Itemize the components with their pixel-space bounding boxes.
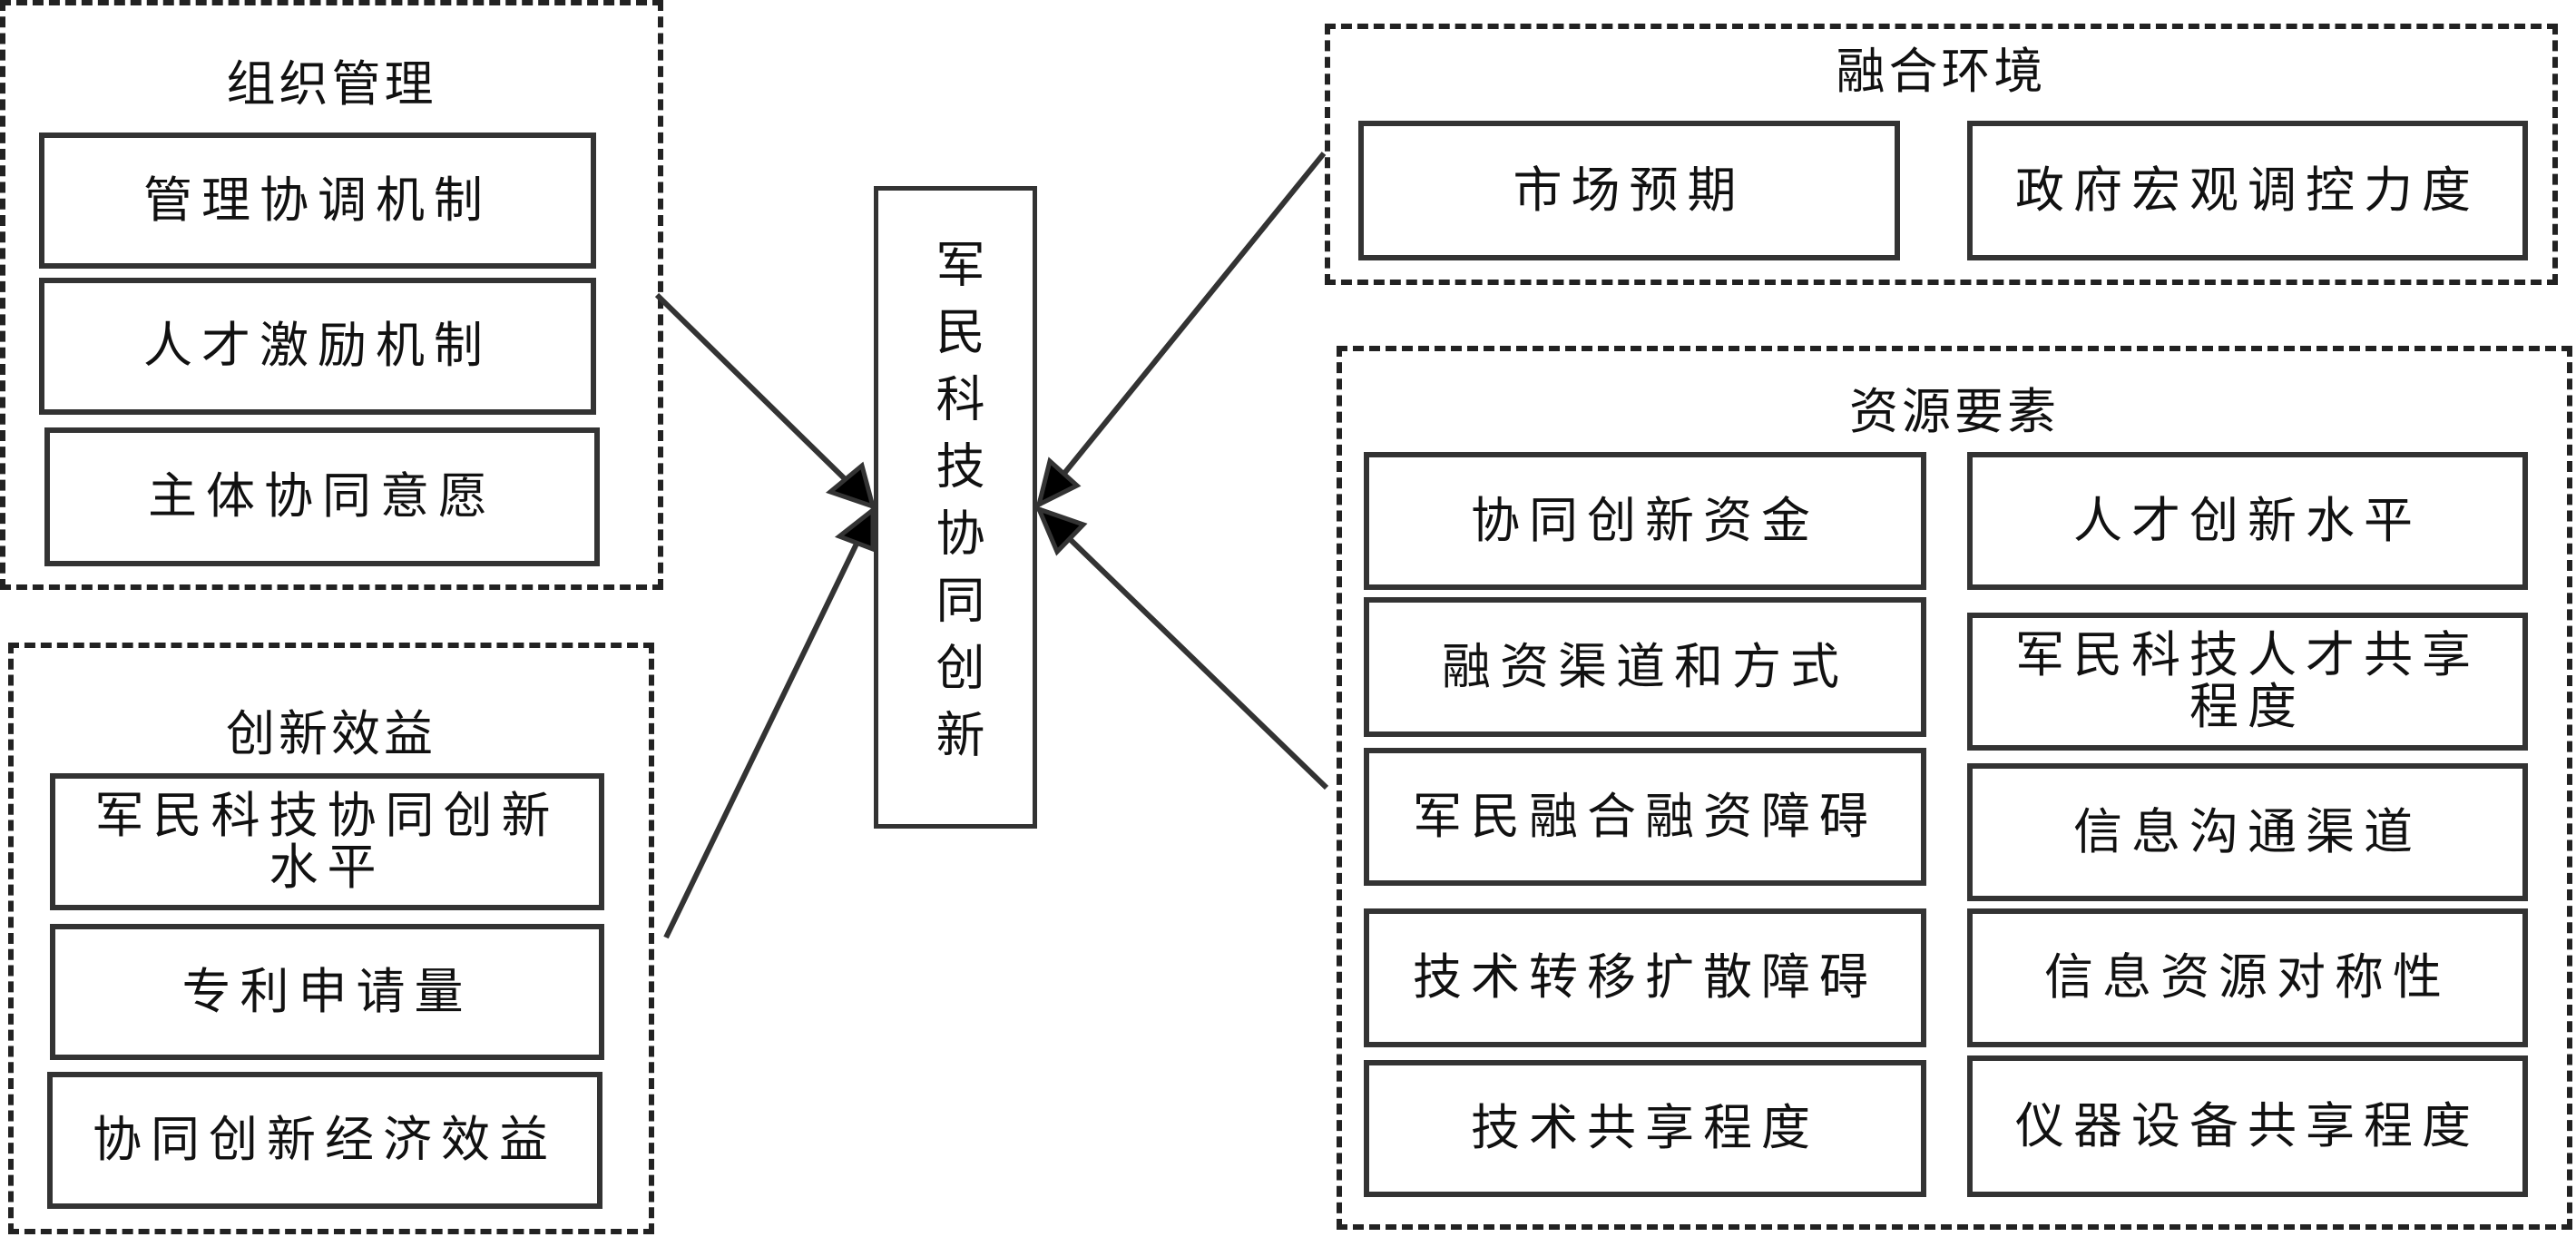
node-subject-willingness: 主体协同意愿: [44, 427, 600, 566]
node-info-symmetry: 信息资源对称性: [1967, 908, 2528, 1047]
node-label: 主体协同意愿: [148, 467, 496, 525]
node-label: 融资渠道和方式: [1442, 637, 1848, 695]
node-government-regulation: 政府宏观调控力度: [1967, 121, 2528, 260]
node-tech-sharing: 技术共享程度: [1364, 1060, 1926, 1197]
node-talent-sharing: 军民科技人才共享程度: [1967, 613, 2528, 751]
node-label: 仪器设备共享程度: [2015, 1096, 2480, 1154]
node-label: 技术转移扩散障碍: [1413, 948, 1877, 1006]
node-tech-transfer-barriers: 技术转移扩散障碍: [1364, 908, 1926, 1047]
node-label: 专利申请量: [181, 962, 473, 1020]
node-management-coordination: 管理协调机制: [39, 133, 596, 269]
arrow-resource-to-center: [1036, 506, 1329, 790]
node-financing-barriers: 军民融合融资障碍: [1364, 748, 1926, 886]
node-label: 协同创新资金: [1471, 491, 1819, 549]
node-label: 人才激励机制: [143, 317, 492, 375]
node-label: 政府宏观调控力度: [2015, 161, 2480, 219]
group-title: 组织管理: [226, 55, 437, 113]
node-market-expectation: 市场预期: [1358, 121, 1900, 260]
node-economic-benefit: 协同创新经济效益: [47, 1072, 602, 1209]
node-label: 军民科技人才共享程度: [2015, 626, 2480, 735]
node-label: 军民科技协同创新水平: [94, 786, 560, 896]
center-label: 军民科技协同创新: [927, 239, 984, 776]
node-equipment-sharing: 仪器设备共享程度: [1967, 1055, 2528, 1197]
node-label: 市场预期: [1513, 161, 1746, 219]
node-talent-innovation: 人才创新水平: [1967, 452, 2528, 590]
group-resource-elements: 资源要素: [1337, 346, 2572, 1230]
arrowhead-benefit: [834, 505, 876, 553]
node-label: 军民融合融资障碍: [1413, 787, 1877, 845]
arrow-env-to-center: [1036, 152, 1327, 506]
node-label: 人才创新水平: [2073, 491, 2422, 549]
node-funding: 协同创新资金: [1364, 452, 1926, 590]
node-financing-channels: 融资渠道和方式: [1364, 597, 1926, 737]
node-innovation-level: 军民科技协同创新水平: [50, 773, 604, 910]
node-label: 信息沟通渠道: [2073, 802, 2422, 860]
group-title: 资源要素: [1849, 383, 2060, 440]
arrowhead-env: [1035, 457, 1082, 509]
group-innovation-benefit: 创新效益: [8, 643, 654, 1234]
node-label: 技术共享程度: [1471, 1099, 1819, 1157]
arrowhead-org: [825, 461, 877, 510]
group-title: 融合环境: [1836, 43, 2047, 100]
center-node: 军民科技协同创新: [874, 186, 1037, 829]
node-talent-incentive: 人才激励机制: [39, 278, 596, 415]
arrow-benefit-to-center: [663, 508, 876, 939]
node-info-channels: 信息沟通渠道: [1967, 763, 2528, 901]
node-label: 管理协调机制: [143, 171, 492, 229]
node-label: 信息资源对称性: [2044, 948, 2451, 1006]
node-patent-applications: 专利申请量: [50, 924, 604, 1060]
arrow-org-to-center: [654, 292, 876, 509]
group-title: 创新效益: [226, 705, 436, 762]
group-integration-environment: 融合环境: [1325, 24, 2558, 285]
arrowhead-resource: [1034, 505, 1088, 556]
node-label: 协同创新经济效益: [93, 1111, 557, 1169]
